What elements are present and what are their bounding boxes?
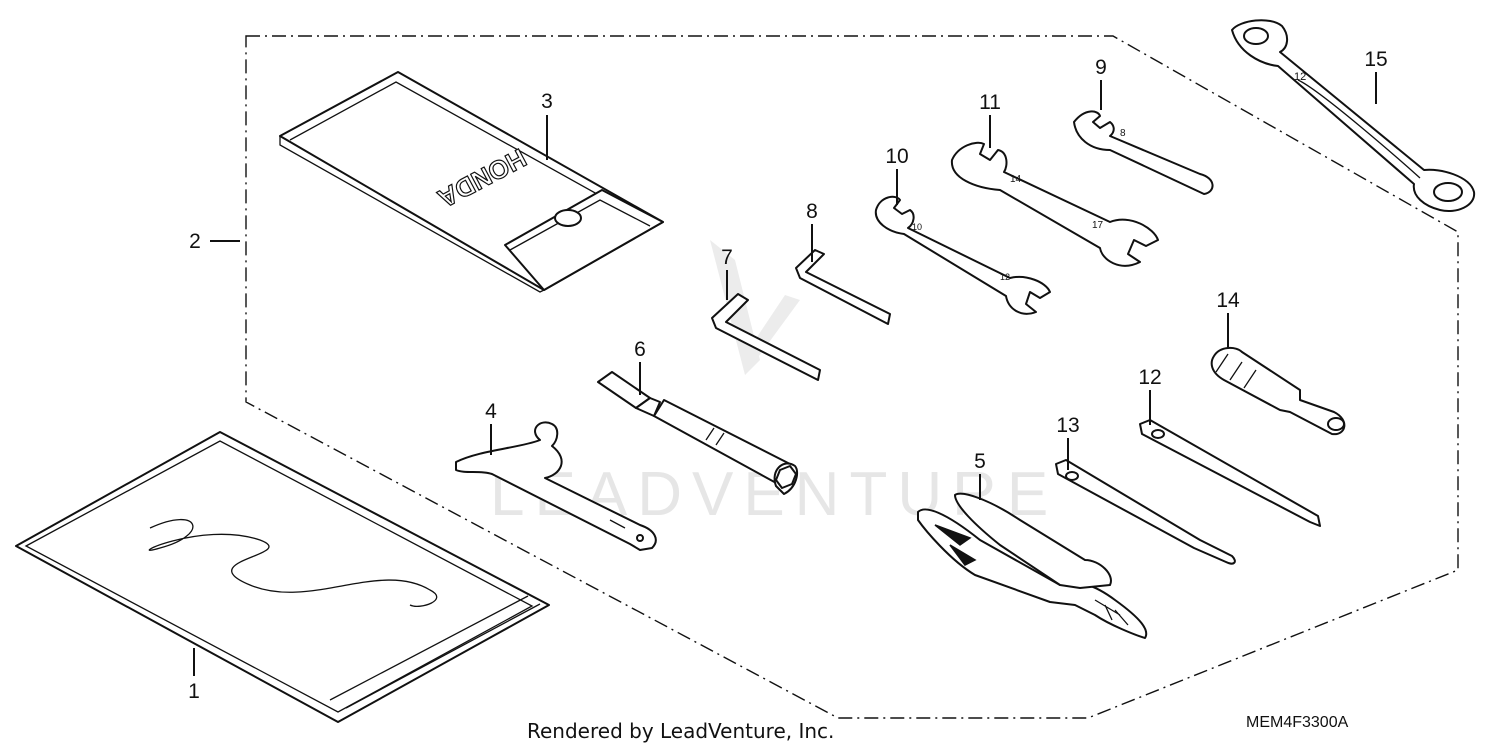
callout-15: 15 xyxy=(1364,48,1387,71)
pliers xyxy=(917,492,1148,639)
callout-5: 5 xyxy=(974,450,986,473)
callout-10: 10 xyxy=(885,145,908,168)
callout-3: 3 xyxy=(541,90,553,113)
callout-8: 8 xyxy=(806,200,818,223)
wrench-mark-12: 12 xyxy=(1000,272,1010,282)
hex-wrench-large xyxy=(711,293,821,381)
callout-9: 9 xyxy=(1095,56,1107,79)
diagram-code: MEM4F3300A xyxy=(1246,714,1349,731)
screwdriver-shaft-13 xyxy=(1055,459,1236,565)
callout-2: 2 xyxy=(189,230,201,253)
wrench-mark-8: 8 xyxy=(1120,128,1126,139)
wrench-mark-15: 12 xyxy=(1294,71,1306,83)
wrench-mark-17: 17 xyxy=(1092,220,1104,231)
box-wrench: 12 xyxy=(1231,19,1476,212)
callout-6: 6 xyxy=(634,338,646,361)
open-wrench-10x12: 10 12 xyxy=(874,195,1051,315)
leadventure-watermark: LEADVENTURE xyxy=(490,240,1048,529)
callout-13: 13 xyxy=(1056,414,1079,437)
hex-wrench-small xyxy=(795,249,891,325)
callout-12: 12 xyxy=(1138,366,1161,389)
tool-bag: HONDA xyxy=(279,71,664,293)
document-bag xyxy=(15,431,550,723)
credit-text: Rendered by LeadVenture, Inc. xyxy=(527,719,834,743)
open-wrench-8: 8 xyxy=(1073,110,1214,195)
callout-7: 7 xyxy=(721,246,733,269)
leader-lines xyxy=(193,72,1377,676)
callout-14: 14 xyxy=(1216,289,1240,312)
screwdriver-shaft-12 xyxy=(1139,419,1321,527)
wrench-mark-10: 10 xyxy=(912,222,922,232)
callout-4: 4 xyxy=(485,400,497,423)
callout-1: 1 xyxy=(188,680,200,703)
tool-kit-boundary xyxy=(245,35,1459,719)
callout-11: 11 xyxy=(979,91,1001,114)
callout-labels: 1 2 3 4 5 6 7 8 9 10 11 12 13 14 15 xyxy=(188,48,1388,703)
wrench-mark-14: 14 xyxy=(1010,174,1022,185)
spark-plug-wrench xyxy=(597,371,799,495)
open-wrench-14x17: 14 17 xyxy=(950,141,1159,267)
pin-spanner xyxy=(455,421,657,551)
screwdriver-handle xyxy=(1210,346,1346,436)
